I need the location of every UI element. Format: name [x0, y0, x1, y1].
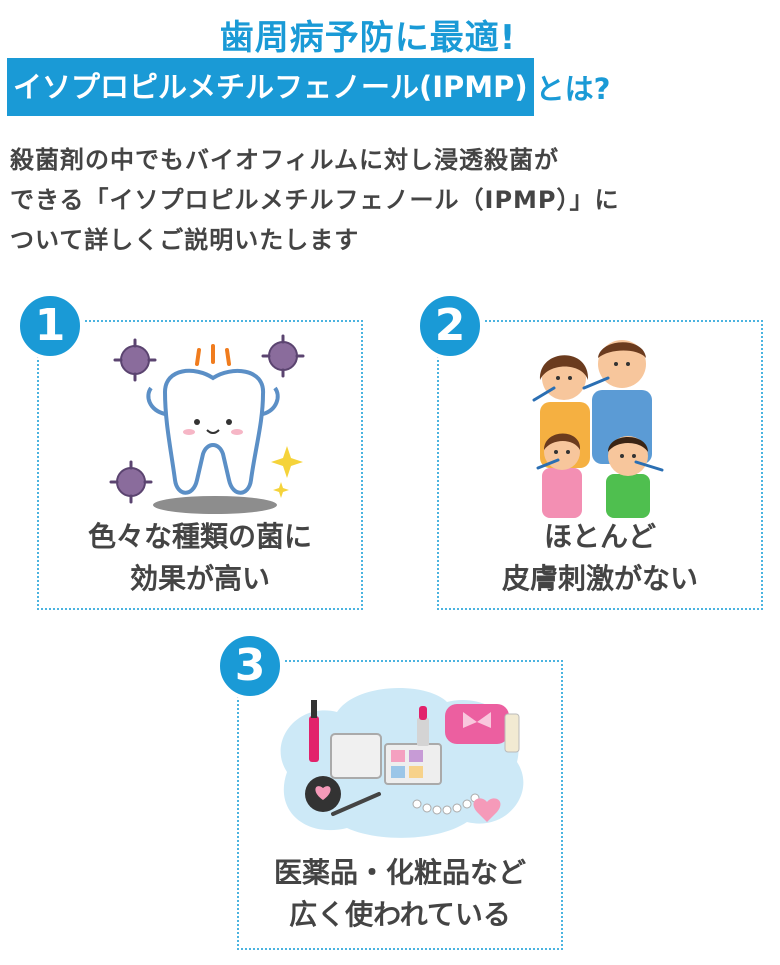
feature-card-3: 医薬品・化粧品など 広く使われている: [237, 660, 563, 950]
intro-paragraph: 殺菌剤の中でもバイオフィルムに対し浸透殺菌が できる「イソプロピルメチルフェノー…: [10, 140, 770, 260]
caption-line: ほとんど: [543, 520, 656, 553]
feature-number-3-badge: 3: [216, 632, 284, 700]
feature-caption-2: ほとんど 皮膚刺激がない: [439, 516, 761, 600]
headline-subtitle: イソプロピルメチルフェノール(IPMP) とは?: [7, 58, 611, 116]
feature-caption-3: 医薬品・化粧品など 広く使われている: [239, 852, 561, 936]
feature-card-1: 色々な種類の菌に 効果が高い: [37, 320, 363, 610]
headline-highlight: イソプロピルメチルフェノール(IPMP): [7, 58, 534, 116]
caption-line: 広く使われている: [289, 898, 511, 931]
caption-line: 皮膚刺激がない: [501, 562, 698, 595]
intro-line: ついて詳しくご説明いたします: [10, 226, 360, 254]
feature-number-2-badge: 2: [416, 292, 484, 360]
caption-line: 色々な種類の菌に: [87, 520, 312, 553]
feature-number-1-badge: 1: [16, 292, 84, 360]
tooth-vs-germs-icon: [105, 330, 305, 516]
caption-line: 医薬品・化粧品など: [273, 856, 526, 889]
feature-caption-1: 色々な種類の菌に 効果が高い: [39, 516, 361, 600]
caption-line: 効果が高い: [129, 562, 270, 595]
headline-title: 歯周病予防に最適!: [219, 18, 517, 58]
intro-line: 殺菌剤の中でもバイオフィルムに対し浸透殺菌が: [10, 146, 560, 174]
cosmetics-icon: [267, 682, 537, 840]
feature-card-2: ほとんど 皮膚刺激がない: [437, 320, 763, 610]
intro-line: できる「イソプロピルメチルフェノール（IPMP）」に: [10, 186, 620, 214]
family-brushing-teeth-icon: [524, 328, 684, 520]
headline-rest: とは?: [535, 72, 611, 106]
